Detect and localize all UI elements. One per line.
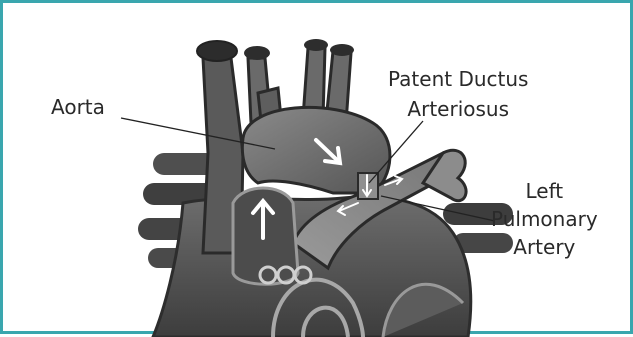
label-lpa-line3: Artery: [491, 235, 598, 259]
label-lpa-line1: Left: [491, 179, 598, 203]
label-left-pulmonary-artery: Left Pulmonary Artery: [491, 179, 598, 259]
label-lpa-line2: Pulmonary: [491, 207, 598, 231]
svc-opening: [197, 41, 237, 61]
label-aorta: Aorta: [51, 95, 105, 119]
heart-illustration: [3, 3, 633, 337]
label-pda-line1: Patent Ductus: [388, 67, 528, 91]
label-patent-ductus-arteriosus: Patent Ductus Arteriosus: [388, 67, 528, 121]
label-pda-line2: Arteriosus: [388, 97, 528, 121]
left-pulmonary-artery-branch: [423, 150, 466, 200]
